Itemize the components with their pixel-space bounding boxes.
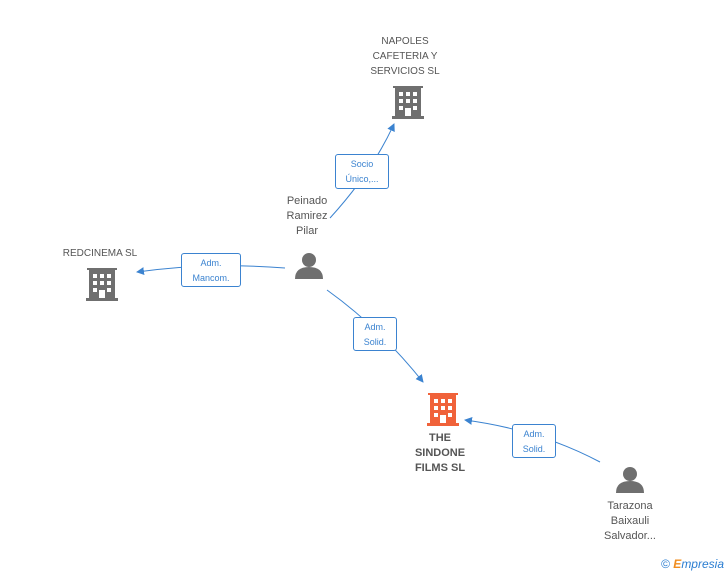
person-label-peinado[interactable]: Peinado Ramirez Pilar	[267, 194, 347, 239]
edge-label-line: Único,...	[345, 174, 379, 184]
label-line: Pilar	[295, 225, 318, 237]
edge-label-line: Mancom.	[192, 273, 230, 283]
edge-label-solid-peinado[interactable]: Adm. Solid.	[353, 317, 397, 351]
edge-label-line: Adm.	[200, 258, 222, 268]
label-line: CAFETERIA Y	[372, 51, 438, 62]
label-line: SINDONE	[414, 447, 466, 459]
label-line: Tarazona	[607, 500, 653, 512]
building-icon[interactable]	[392, 86, 424, 119]
label-line: Ramirez	[286, 210, 328, 222]
label-line: SERVICIOS SL	[370, 66, 440, 77]
label-line: Peinado	[286, 195, 328, 207]
company-label-sindone[interactable]: THE SINDONE FILMS SL	[400, 431, 480, 476]
edge-label-solid-tarazona[interactable]: Adm. Solid.	[512, 424, 556, 458]
building-icon[interactable]	[86, 268, 118, 301]
edge-label-socio[interactable]: Socio Único,...	[335, 154, 389, 189]
edge-label-line: Socio	[350, 159, 374, 169]
label-line: REDCINEMA SL	[62, 248, 138, 259]
brand-logo-text[interactable]: mpresia	[681, 557, 724, 571]
brand-logo-initial: E	[673, 557, 682, 571]
label-line: THE	[429, 432, 451, 444]
label-line: FILMS SL	[414, 462, 466, 474]
edge-label-line: Adm.	[523, 429, 545, 439]
edge-label-line: Solid.	[363, 337, 387, 347]
label-line: Baixauli	[610, 515, 650, 527]
label-line: Salvador...	[604, 530, 656, 542]
copyright-symbol: ©	[661, 557, 670, 571]
building-icon-main[interactable]	[427, 393, 459, 426]
footer-credit: © Empresia	[661, 557, 724, 571]
company-label-redcinema[interactable]: REDCINEMA SL	[50, 246, 150, 261]
label-line: NAPOLES	[381, 36, 429, 47]
edge-label-mancom[interactable]: Adm. Mancom.	[181, 253, 241, 287]
company-label-napoles[interactable]: NAPOLES CAFETERIA Y SERVICIOS SL	[355, 34, 455, 79]
person-icon[interactable]	[295, 253, 323, 279]
edge-label-line: Adm.	[364, 322, 386, 332]
person-label-tarazona[interactable]: Tarazona Baixauli Salvador...	[585, 499, 675, 544]
edge-label-line: Solid.	[522, 444, 546, 454]
person-icon[interactable]	[616, 467, 644, 493]
